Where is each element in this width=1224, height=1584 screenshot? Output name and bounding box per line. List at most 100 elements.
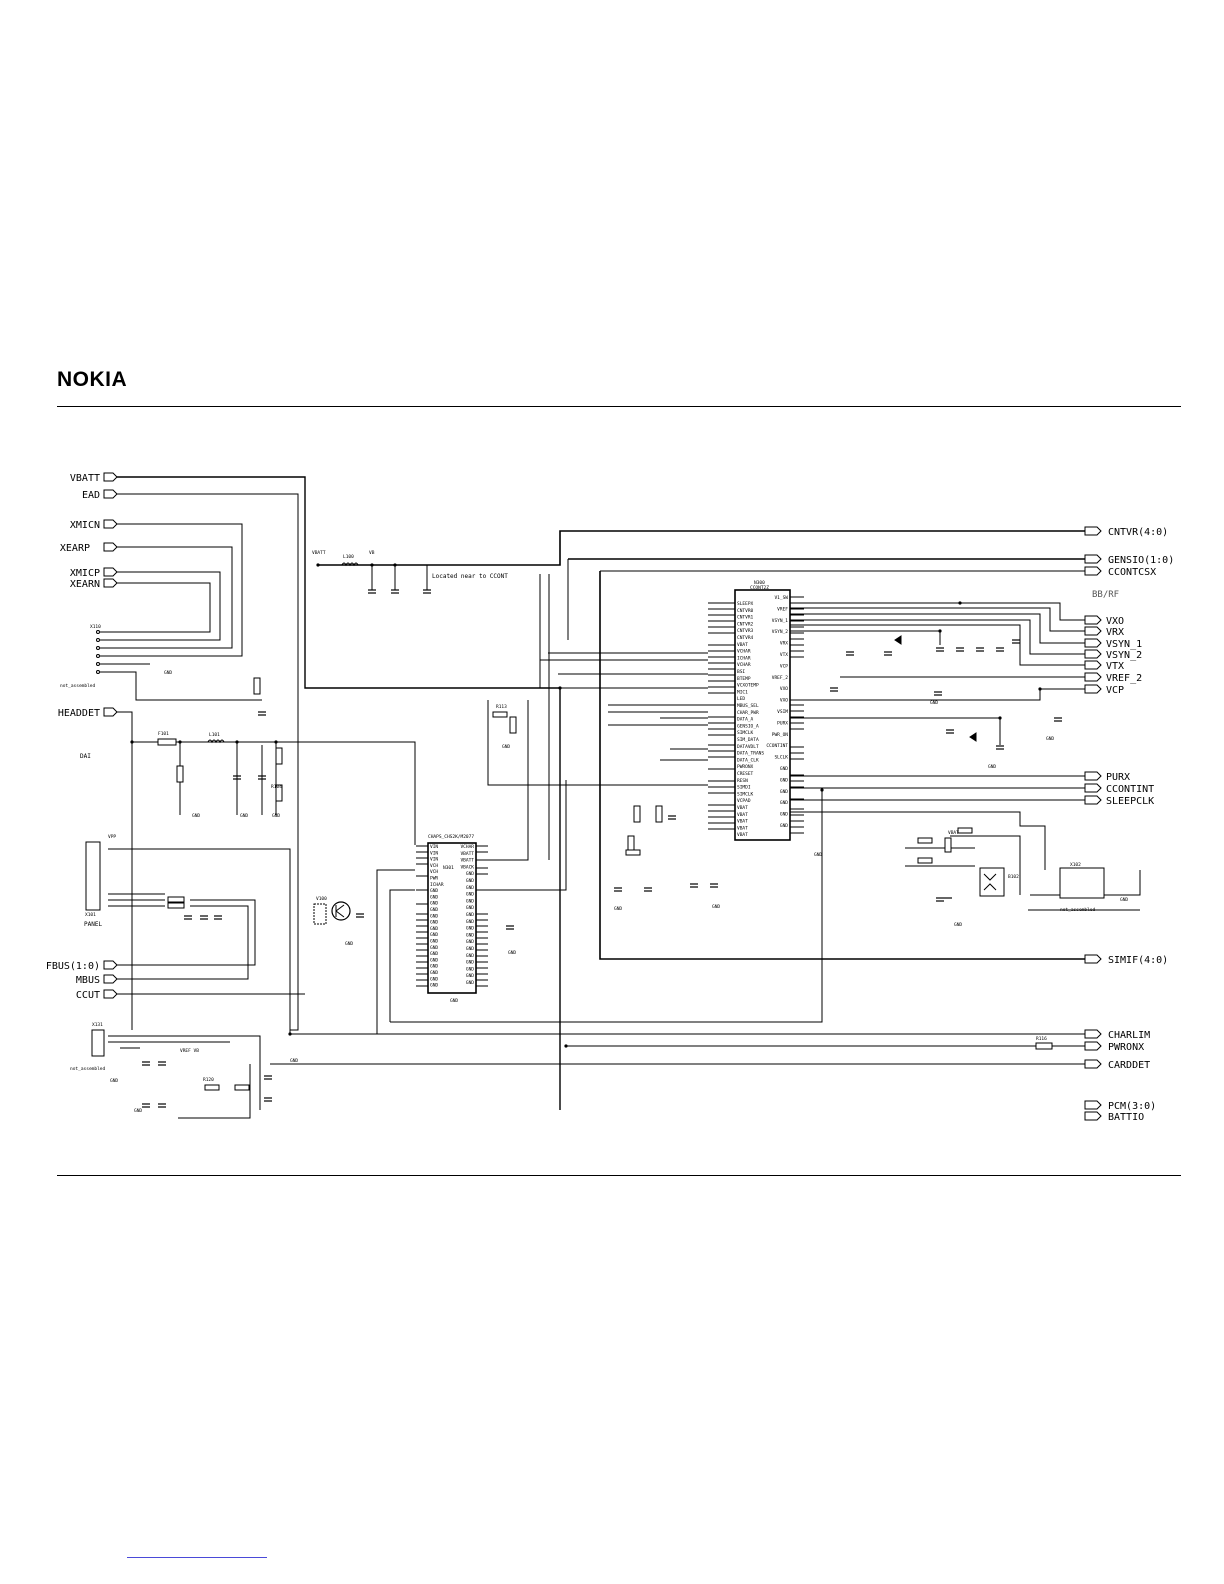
gnd-label-5: GND bbox=[502, 744, 510, 750]
signal-cntvr-label: CNTVR(4:0) bbox=[1108, 527, 1168, 538]
n301-right-pin-9: GND bbox=[466, 905, 474, 911]
v-varistor-body bbox=[176, 765, 184, 783]
ccont-right-pin-14: SLCLK bbox=[774, 755, 788, 761]
n301-left-pin-16: GND bbox=[430, 945, 438, 951]
n301-left-pin-3: VCH bbox=[430, 863, 438, 869]
n301-right-pin-6: GND bbox=[466, 885, 474, 891]
n301-left-pin-20: GND bbox=[430, 970, 438, 976]
vpp-label: VPP bbox=[108, 834, 116, 840]
gnd-label-11: GND bbox=[988, 764, 996, 770]
ccont-left-pin-24: PWRONX bbox=[737, 764, 754, 770]
ccont-left-pin-28: SIMCLK bbox=[737, 791, 754, 797]
ccont-n300-chip: N300 CCONT2Z bbox=[734, 580, 791, 841]
ccont-right-pin-10: VSIM bbox=[777, 709, 788, 715]
ccont-right-pin-15: GND bbox=[780, 766, 788, 772]
ccont-right-pin-20: GND bbox=[780, 823, 788, 829]
ccont-right-pin-0: V1_SW bbox=[774, 595, 788, 601]
ccont-left-pin-15: MBUS_SEL bbox=[737, 703, 759, 709]
x101-label: X101 bbox=[85, 912, 96, 918]
gnd-label-2: GND bbox=[192, 813, 200, 819]
ccont-right-pin-2: VSYN_1 bbox=[772, 618, 789, 624]
n301-right-pin-5: GND bbox=[466, 878, 474, 884]
x110-label: X110 bbox=[90, 624, 101, 630]
r116-label: R116 bbox=[1036, 1036, 1047, 1042]
r113-label: R113 bbox=[496, 704, 507, 710]
ccont-right-pin-18: GND bbox=[780, 800, 788, 806]
ccont-right-pin-9: VXO bbox=[780, 698, 788, 704]
n301-left-pin-12: GND bbox=[430, 920, 438, 926]
not-assembled-note-1: not_assembled bbox=[60, 683, 96, 689]
ccont-left-pin-23: DATA_CLK bbox=[737, 757, 759, 763]
signal-ccontint-label: CCONTINT bbox=[1106, 784, 1154, 795]
ccont-right-pin-13: CCONTINT bbox=[766, 743, 788, 749]
n301-right-pin-16: GND bbox=[466, 953, 474, 959]
n301-right-pin-2: VBATT bbox=[460, 858, 474, 864]
ccont-right-pin-19: GND bbox=[780, 812, 788, 818]
ccont-right-pin-17: GND bbox=[780, 789, 788, 795]
n301-right-pin-1: VBATT bbox=[460, 851, 474, 857]
ccont-left-pin-22: DATA_TRANS bbox=[737, 751, 764, 757]
ccont-left-pin-1: CNTVR0 bbox=[737, 608, 754, 614]
n301-left-pin-13: GND bbox=[430, 926, 438, 932]
gnd-label-16: GND bbox=[134, 1108, 142, 1114]
n301-right-pin-4: GND bbox=[466, 871, 474, 877]
signal-gensio-label: GENSIO(1:0) bbox=[1108, 555, 1174, 566]
gnd-label-12: GND bbox=[1046, 736, 1054, 742]
x102-label: X102 bbox=[1070, 862, 1081, 868]
n301-left-pin-15: GND bbox=[430, 939, 438, 945]
ccont-left-pin-3: CNTVR2 bbox=[737, 621, 754, 627]
ccont-left-pin-31: VBAT bbox=[737, 812, 748, 818]
signal-xmicn-label: XMICN bbox=[70, 520, 100, 531]
n301-left-pin-19: GND bbox=[430, 964, 438, 970]
n300-label: N300 bbox=[754, 580, 765, 586]
n301-left-pin-0: VIN bbox=[430, 844, 438, 850]
gnd-label-9: GND bbox=[814, 852, 822, 858]
ccont-left-pin-25: CRESET bbox=[737, 771, 754, 777]
ccont-left-pin-19: SIMCLK bbox=[737, 730, 754, 736]
n301-right-pin-20: GND bbox=[466, 980, 474, 986]
gnd-label-14: GND bbox=[1120, 897, 1128, 903]
n301-left-pin-2: VIN bbox=[430, 857, 438, 863]
ccont-label: CCONT2Z bbox=[750, 585, 769, 591]
ccont-left-pin-17: DATA_A bbox=[737, 717, 754, 723]
vbatt-test-point: VBATT bbox=[312, 550, 326, 556]
n301-right-pin-10: GND bbox=[466, 912, 474, 918]
ccont-right-pin-5: VTX bbox=[780, 652, 788, 658]
nokia-logo: NOKIA bbox=[57, 368, 128, 391]
b102-label: B102 bbox=[1008, 874, 1019, 880]
located-near-note: Located near to CCONT bbox=[432, 573, 508, 580]
ccont-right-pin-4: VRX bbox=[780, 641, 788, 647]
v100-label: V100 bbox=[316, 896, 327, 902]
test-points: VBATT VB VBAT VREF VB bbox=[180, 550, 959, 1054]
signal-vref2-label: VREF_2 bbox=[1106, 673, 1142, 684]
gnd-label-13: GND bbox=[954, 922, 962, 928]
n301-left-pin-9: GND bbox=[430, 901, 438, 907]
gnd-label-7: GND bbox=[614, 906, 622, 912]
ccont-right-pin-11: PURX bbox=[777, 720, 788, 726]
ground-labels: GND GND GND GND GND GND GND GND GND GND … bbox=[110, 670, 1128, 1114]
l101-label: L101 bbox=[209, 732, 220, 738]
ccont-left-pin-13: MIC1 bbox=[737, 689, 748, 695]
ccont-left-pin-8: ICHAR bbox=[737, 655, 751, 661]
gnd-label-18: GND bbox=[345, 941, 353, 947]
ccont-left-pin-30: VBAT bbox=[737, 805, 748, 811]
signal-vcp-label: VCP bbox=[1106, 685, 1124, 696]
x131-connector: X131 bbox=[91, 1022, 105, 1057]
ccont-left-pin-5: CNTVR4 bbox=[737, 635, 754, 641]
ccont-left-pin-14: LED bbox=[737, 696, 745, 702]
ccont-left-pin-26: RESN bbox=[737, 778, 748, 784]
footer-rule bbox=[57, 1175, 1181, 1176]
f101-label: F101 bbox=[158, 731, 169, 737]
gnd-label-17: GND bbox=[290, 1058, 298, 1064]
dai-label: DAI bbox=[80, 753, 91, 760]
n301-right-pin-11: GND bbox=[466, 919, 474, 925]
ccont-left-pin-32: VBAT bbox=[737, 819, 748, 825]
junction-dots bbox=[130, 563, 1042, 1048]
bbrf-label: BB/RF bbox=[1092, 590, 1119, 600]
n301-left-pin-17: GND bbox=[430, 951, 438, 957]
n301-left-pin-4: VCH bbox=[430, 869, 438, 875]
ccont-right-pin-7: VREF_2 bbox=[772, 675, 789, 681]
signal-pcm-label: PCM(3:0) bbox=[1108, 1101, 1156, 1112]
ccont-left-pin-21: DATAVDLT bbox=[737, 744, 759, 750]
